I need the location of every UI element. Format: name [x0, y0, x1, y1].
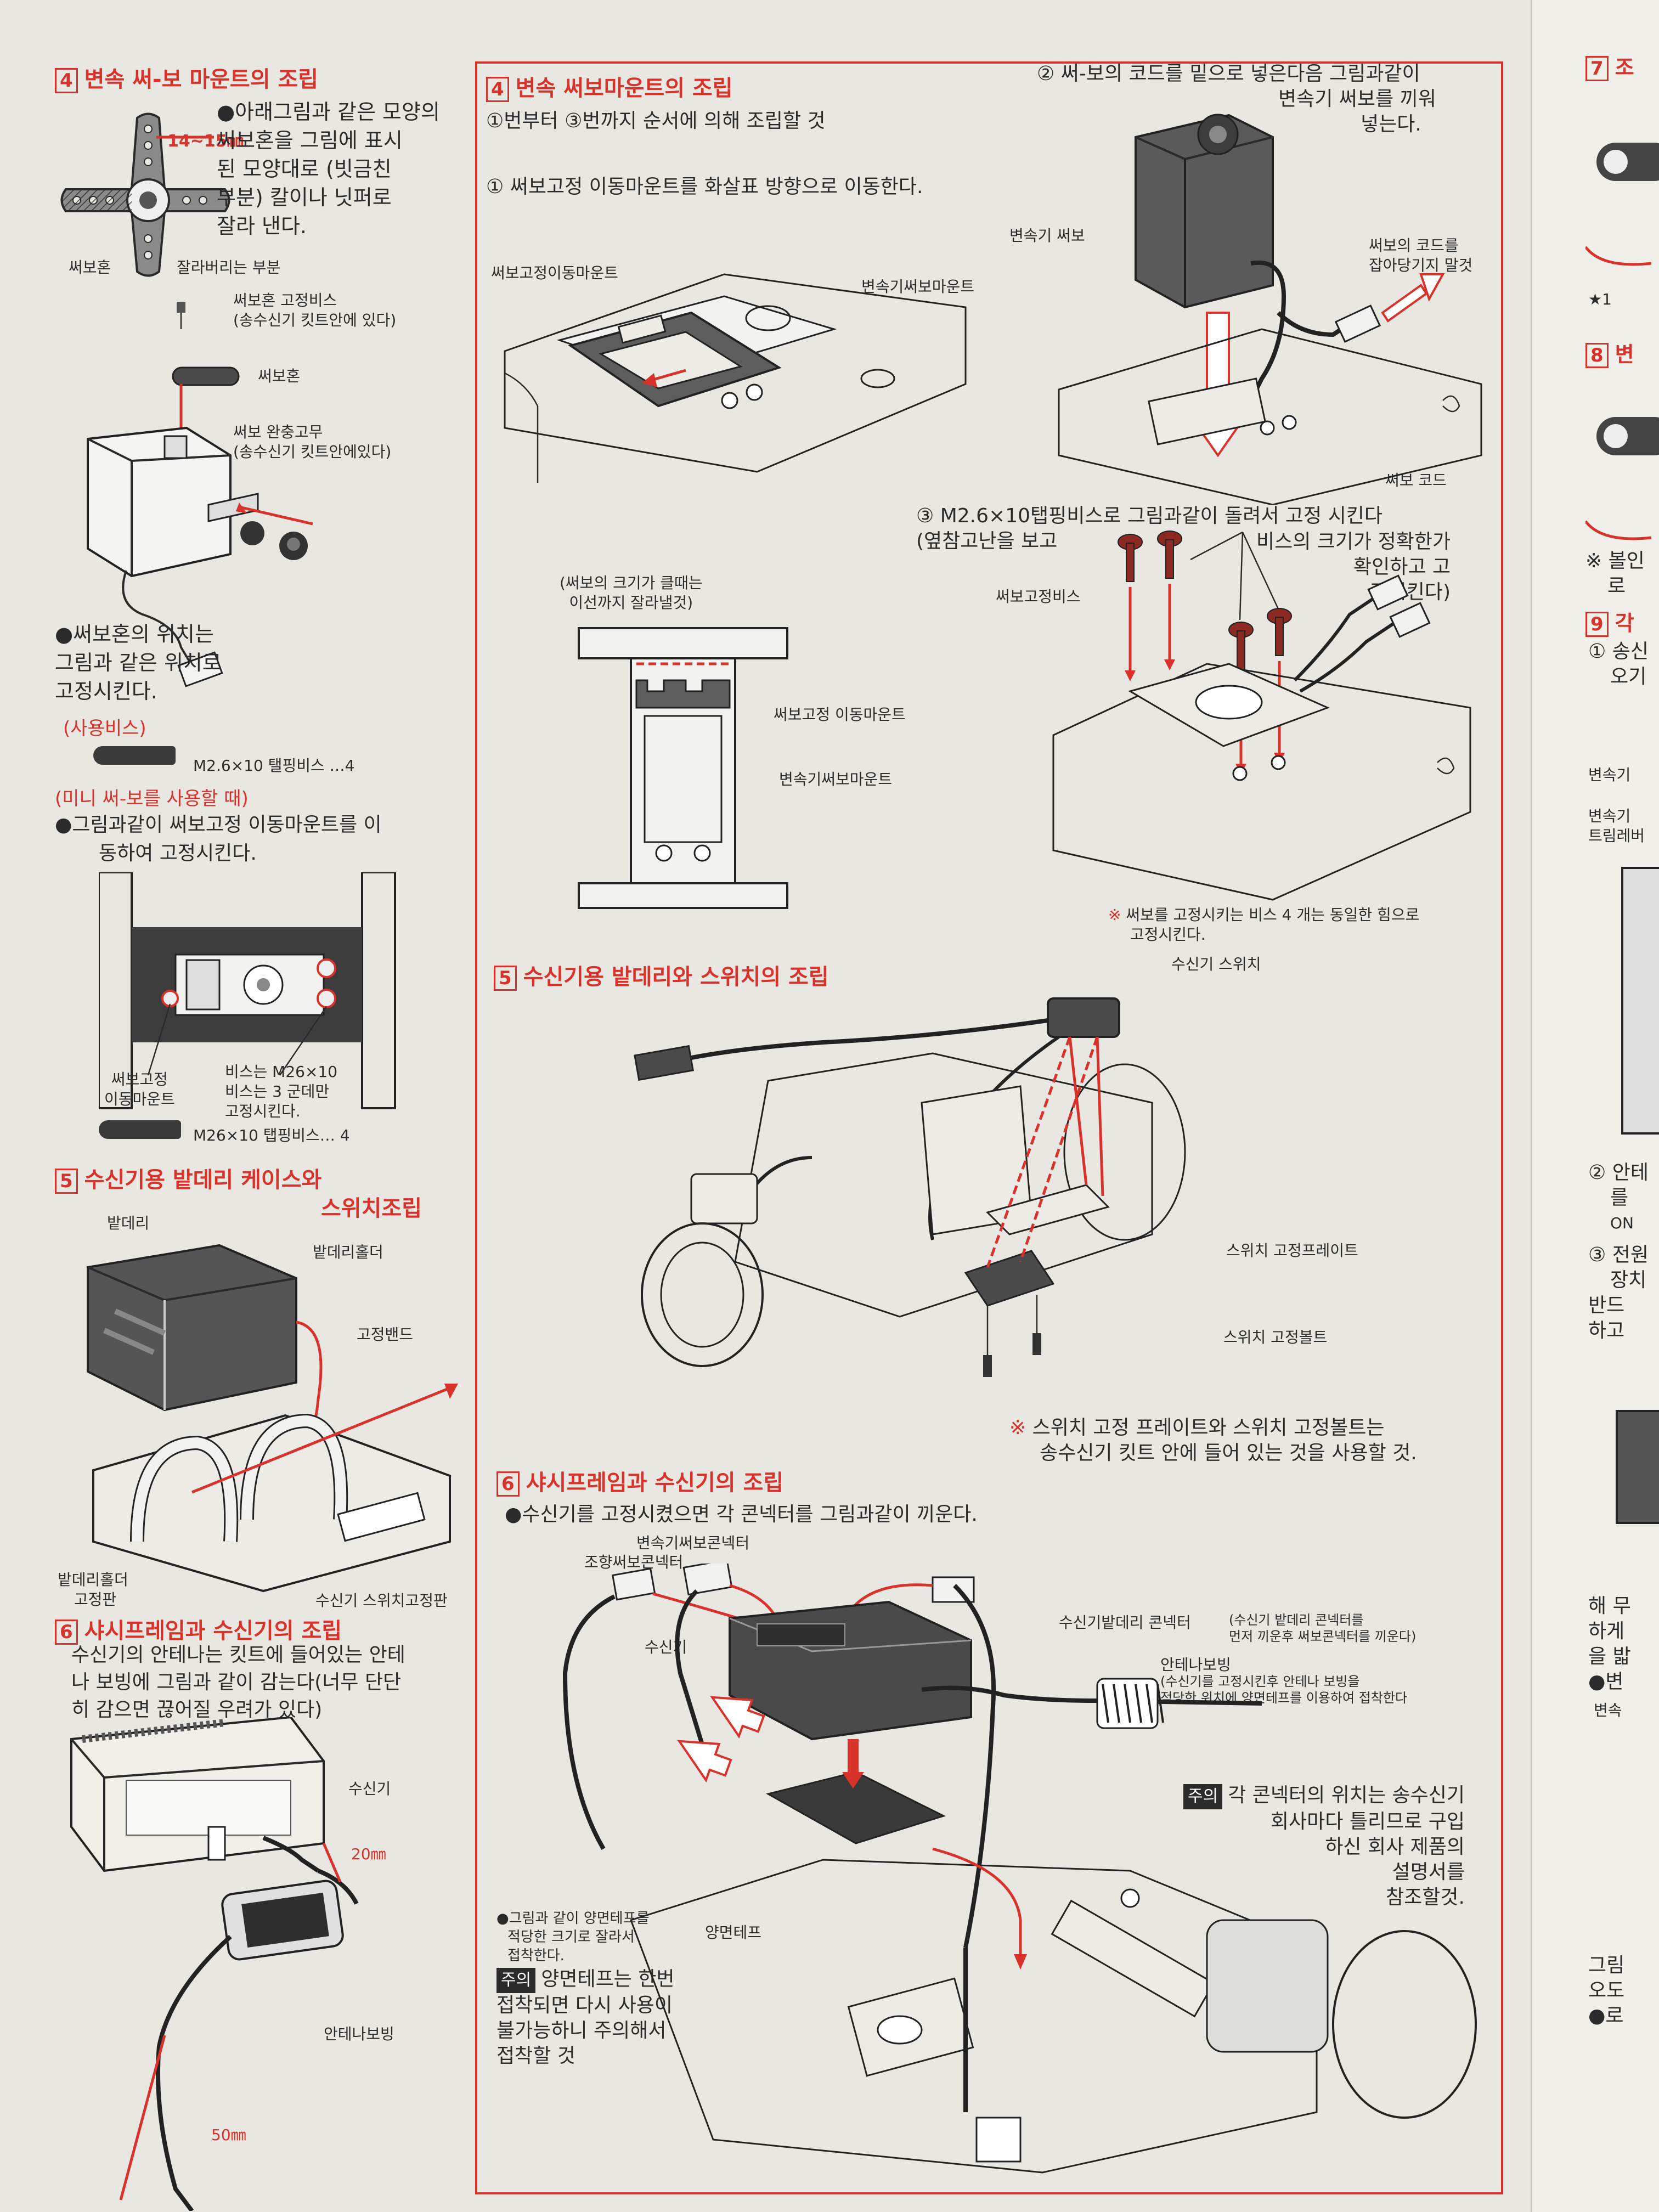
lbl-servo-horn-2: 써보혼 — [258, 367, 301, 385]
use-screw-label: (사용비스) — [63, 718, 146, 740]
lbl-shift-servo: 변속기 써보 — [1009, 227, 1085, 245]
left-sec5-title-2: 스위치조립 — [321, 1196, 422, 1221]
lbl-shift-conn: 변속기써보콘넥터 — [636, 1534, 750, 1552]
mini-servo-drawing — [99, 872, 396, 1109]
step3-drawing — [1052, 531, 1471, 901]
lbl-servo-horn: 써보혼 — [69, 258, 111, 276]
lbl-switch-plate-mid: 스위치 고정프레이트 — [1226, 1242, 1358, 1260]
lbl-cut-part: 잘라버리는 부분 — [177, 258, 281, 276]
right-drawings — [1585, 143, 1659, 540]
screw2: M26×10 탭핑비스… 4 — [193, 1126, 350, 1144]
mid-order: ①번부터 ③번까지 순서에 의해 조립할 것 — [486, 110, 826, 132]
mid-step3: ③ M2.6×10탭핑비스로 그림과같이 돌려서 고정 시킨다 (옆참고난을 보… — [916, 505, 1383, 552]
lbl-fix-move-mount-2: 써보고정 이동마운트 — [774, 706, 906, 724]
right-transmitter-drawing — [1621, 867, 1659, 1135]
servo-horn-drawing — [60, 112, 230, 277]
lbl-antenna-bobbin: 안테나보빙 — [324, 2025, 394, 2043]
lbl-receiver-mid: 수신기 — [645, 1638, 687, 1656]
lbl-battery: 밭데리 — [107, 1214, 150, 1232]
lbl-horn-screw: 써보혼 고정비스(송수신기 킷트안에 있다) — [233, 291, 397, 329]
mini-servo-label: (미니 써-보를 사용할 때) — [55, 788, 249, 810]
lbl-switch-bolt: 스위치 고정볼트 — [1223, 1328, 1328, 1346]
lbl-20mm: 20㎜ — [351, 1845, 386, 1863]
lbl-fix-move-mount: 써보고정이동마운트 — [491, 264, 618, 282]
screw-icon — [93, 746, 176, 765]
lbl-rx-batt-conn: 수신기밭데리 콘넥터 — [1059, 1613, 1191, 1632]
lbl-fix-band: 고정밴드 — [357, 1325, 414, 1344]
lbl-rx-switch: 수신기 스위치 — [1171, 955, 1261, 973]
dim-label: 14~15㎜ — [167, 132, 244, 151]
cut-drawing — [578, 627, 788, 909]
screw-icon-2 — [99, 1120, 181, 1139]
lbl-shift-servo-mount-2: 변속기써보마운트 — [779, 770, 893, 788]
lbl-switch-plate: 수신기 스위치고정판 — [315, 1592, 448, 1610]
switch-drawing — [634, 997, 1186, 1377]
middle-frame — [475, 61, 1503, 2194]
lbl-rubber: 써보 완충고무(송수신기 킷트안에있다) — [233, 423, 392, 461]
lbl-shift-servo-mount: 변속기써보마운트 — [861, 278, 975, 296]
right-lbl-c: 변속 — [1594, 1701, 1622, 1719]
receiver-drawing — [562, 1564, 1477, 2174]
lbl-50mm: 50㎜ — [211, 2126, 246, 2144]
lbl-servo-cord: 써보 코드 — [1385, 471, 1447, 489]
receiver-antenna-drawing — [70, 1717, 359, 2211]
lbl-steer-conn: 조향써보콘넥터 — [584, 1553, 684, 1571]
step2-drawing — [1058, 114, 1482, 505]
lbl-servo-screw: 써보고정비스 — [996, 588, 1081, 606]
mid-sec6-desc: ●수신기를 고정시켰으면 각 콘넥터를 그림과같이 끼운다. — [505, 1503, 978, 1526]
servo-drawing — [87, 302, 313, 687]
right-device-drawing — [1616, 1410, 1659, 1524]
step1-drawing — [504, 273, 967, 483]
battery-drawing — [87, 1244, 458, 1593]
right-star: ★1 — [1588, 290, 1612, 308]
right-lbl-a: 변속기 — [1588, 766, 1631, 784]
mid-step1: ① 써보고정 이동마운트를 화살표 방향으로 이동한다. — [486, 176, 923, 198]
lbl-tape: 양면테프 — [705, 1923, 762, 1942]
screw1: M2.6×10 탤핑비스 …4 — [193, 757, 355, 775]
lbl-receiver: 수신기 — [348, 1780, 391, 1798]
lbl-battery-holder: 밭데리홀더 — [313, 1243, 383, 1261]
